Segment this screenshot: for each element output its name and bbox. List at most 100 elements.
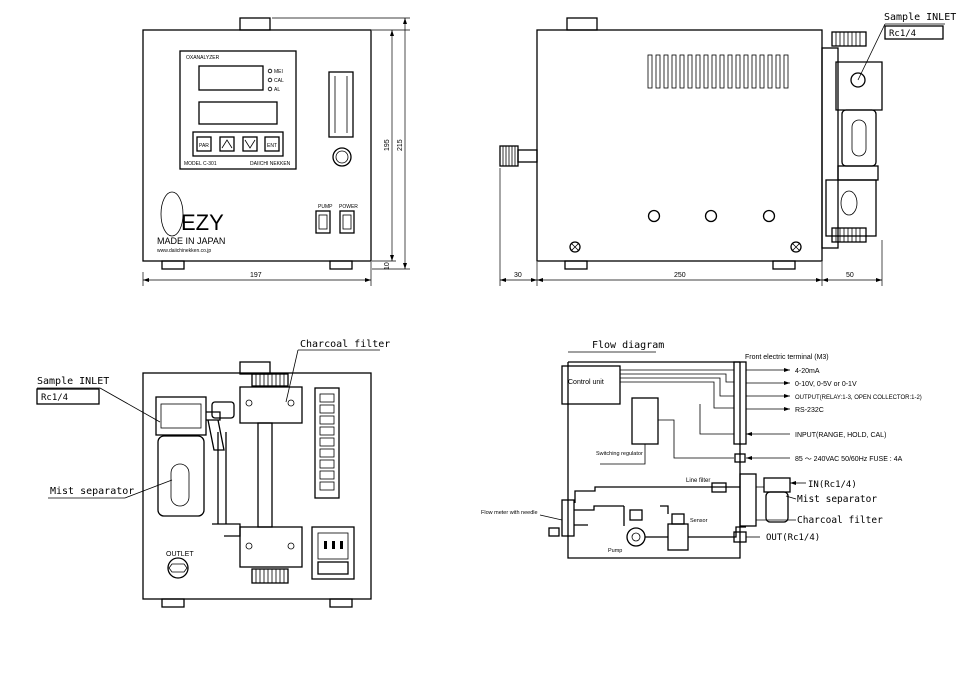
input-wiring bbox=[699, 404, 734, 435]
terminal-screws bbox=[319, 393, 335, 491]
enclosure-outline bbox=[567, 361, 741, 559]
sensor-icon bbox=[667, 523, 689, 551]
side-handle bbox=[566, 17, 598, 31]
front-view: OXANALYZER MEI CAL AL PAR ENT MODEL C-30… bbox=[142, 17, 410, 286]
needle-valve-knob[interactable] bbox=[332, 147, 352, 167]
front-terminal bbox=[733, 361, 747, 445]
block-screw bbox=[245, 399, 253, 407]
pump-label: Pump bbox=[608, 548, 622, 554]
lower-elbow bbox=[212, 523, 241, 537]
flow-meter-leader bbox=[539, 514, 563, 521]
side-view: Sample INLET Rc1/4 30 250 50 bbox=[499, 12, 956, 286]
rear-bottom-knob bbox=[831, 227, 867, 243]
inlet-knob bbox=[831, 31, 867, 47]
fd-mist-separator-bowl bbox=[765, 491, 789, 523]
control-unit-box bbox=[561, 365, 621, 405]
ent-button[interactable] bbox=[264, 136, 280, 152]
block-screw bbox=[287, 542, 295, 550]
needle-knob-icon bbox=[548, 527, 560, 537]
model-label: MODEL C-301 bbox=[184, 161, 217, 167]
up-button[interactable] bbox=[219, 136, 235, 152]
panel-title: OXANALYZER bbox=[186, 55, 220, 61]
rear-body-outline bbox=[142, 372, 372, 600]
lower-display bbox=[198, 101, 278, 125]
dim-left-label: 30 bbox=[514, 272, 522, 279]
down-button[interactable] bbox=[242, 136, 258, 152]
input-label: INPUT(RANGE, HOLD, CAL) bbox=[795, 432, 886, 439]
screw-hole bbox=[762, 209, 776, 223]
side-body-outline bbox=[536, 29, 823, 262]
bottom-knurl bbox=[255, 569, 285, 583]
side-knob-shaft bbox=[517, 149, 538, 163]
pump-icon bbox=[626, 527, 646, 547]
led-label: CAL bbox=[274, 78, 284, 84]
rear-mist-separator-head bbox=[155, 396, 207, 436]
control-unit-label: Control unit bbox=[568, 379, 604, 386]
sensor-path bbox=[645, 526, 746, 538]
charcoal-filter-label: Charcoal filter bbox=[300, 339, 390, 350]
led-indicator-icon bbox=[267, 86, 273, 92]
bottom-filter-knob bbox=[251, 568, 289, 584]
dim-width-label: 197 bbox=[250, 272, 262, 279]
pin-icon bbox=[340, 541, 343, 549]
rear-bowl-window bbox=[170, 463, 190, 507]
par-button[interactable] bbox=[196, 136, 212, 152]
fd-mist-separator-label: Mist separator bbox=[797, 494, 877, 505]
flow-meter-label: Flow meter with needle bbox=[481, 510, 538, 516]
upper-display bbox=[198, 65, 264, 91]
power-switch-label: POWER bbox=[339, 204, 358, 210]
thread-spec-box bbox=[884, 25, 944, 40]
rear-view: OUTLET Charcoal filter Sample INLET Rc1/… bbox=[36, 339, 390, 608]
screw-hole bbox=[704, 209, 718, 223]
dim-right-label: 50 bbox=[846, 272, 854, 279]
head-detail bbox=[160, 403, 202, 429]
pump-head bbox=[629, 509, 643, 521]
pin-icon bbox=[332, 541, 335, 549]
callout-leader bbox=[99, 387, 161, 423]
maker-label: DAIICHI NEKKEN bbox=[250, 161, 291, 167]
connector-tube bbox=[207, 419, 225, 451]
iec-socket bbox=[317, 532, 349, 560]
inlet-knurl bbox=[835, 32, 861, 46]
down-arrow-icon bbox=[244, 139, 256, 149]
power-terminal bbox=[734, 453, 746, 463]
screw-icon bbox=[569, 241, 581, 253]
front-foot-right bbox=[329, 260, 353, 270]
made-in-label: MADE IN JAPAN bbox=[157, 236, 225, 246]
inlet-elbow bbox=[206, 411, 221, 421]
outlet-port bbox=[167, 557, 189, 579]
power-wiring bbox=[658, 419, 734, 459]
mist-separator-head bbox=[835, 61, 883, 111]
rear-foot-right bbox=[329, 598, 353, 608]
inlet-port bbox=[850, 72, 866, 88]
terminal-block bbox=[314, 387, 340, 499]
flow-meter-icon bbox=[561, 499, 575, 537]
power-switch[interactable] bbox=[339, 210, 355, 234]
signal-wiring bbox=[620, 369, 734, 409]
block-screw bbox=[245, 542, 253, 550]
bowl-window bbox=[851, 119, 867, 157]
mist-separator-bowl bbox=[841, 109, 877, 167]
block-screw bbox=[287, 399, 295, 407]
bottom-knurl bbox=[835, 228, 861, 242]
callout-leader bbox=[857, 23, 886, 81]
front-body-outline bbox=[142, 29, 372, 262]
gas-path-top bbox=[574, 486, 740, 503]
filter-tube bbox=[257, 422, 273, 528]
led-label: MEI bbox=[274, 69, 283, 75]
line-filter-icon bbox=[711, 482, 727, 493]
output-voltage: 0-10V, 0-5V or 0-1V bbox=[795, 381, 857, 388]
elbow-fitting bbox=[211, 401, 235, 419]
flowmeter bbox=[328, 71, 354, 138]
side-tube bbox=[217, 432, 227, 524]
pump-switch[interactable] bbox=[315, 210, 331, 234]
rear-bracket bbox=[821, 47, 839, 249]
switching-regulator-label: Switching regulator bbox=[596, 451, 643, 457]
screw-icon bbox=[790, 241, 802, 253]
side-foot-left bbox=[564, 260, 588, 270]
fd-charcoal-filter bbox=[739, 473, 757, 527]
power-supply-label: 85 ～ 240VAC 50/60Hz FUSE : 4A bbox=[795, 456, 903, 463]
pump-switch-rocker bbox=[318, 214, 328, 230]
outlet-nut-icon bbox=[168, 563, 188, 573]
